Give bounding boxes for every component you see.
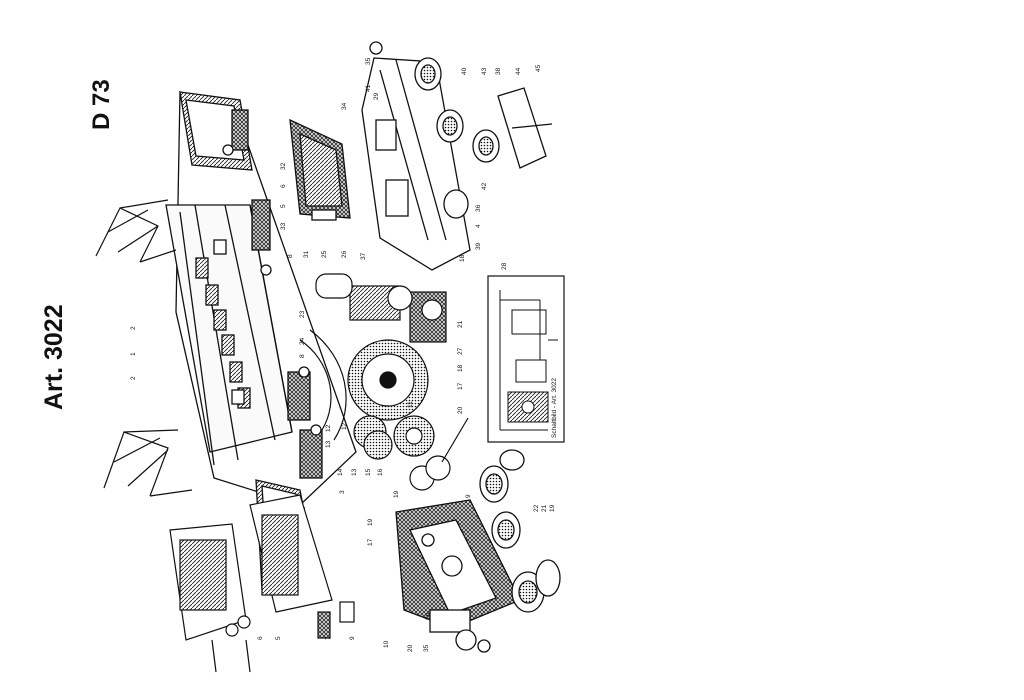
inset-caption: Schaltbild - Art. 3022	[551, 378, 558, 438]
pantograph-top	[95, 199, 177, 263]
part-label: 6	[257, 636, 264, 640]
motor-bogie	[395, 499, 521, 653]
part-label: 4	[475, 224, 482, 228]
part-label: 21	[457, 320, 464, 328]
part-label: 3	[339, 490, 346, 494]
part-label: 37	[360, 252, 367, 260]
wheels-upper	[369, 41, 553, 219]
part-label: 12	[341, 422, 348, 430]
part-label: 22	[533, 504, 540, 512]
part-label: 18	[459, 254, 466, 262]
part-label: 28	[501, 262, 508, 270]
part-label: 29	[425, 612, 432, 620]
part-label: 35	[365, 57, 372, 65]
part-label: 34	[341, 102, 348, 110]
part-label: 24	[299, 337, 306, 345]
part-label: 25	[321, 250, 328, 258]
part-label: 41	[365, 84, 372, 92]
part-label: 5	[275, 636, 282, 640]
part-label: 1	[130, 352, 137, 356]
part-label: 20	[407, 644, 414, 652]
part-label: 17	[367, 538, 374, 546]
body-shell-parts	[169, 494, 355, 673]
part-label: 17	[457, 382, 464, 390]
part-label: 43	[481, 67, 488, 75]
part-label: 8	[287, 254, 294, 258]
part-label: 21	[541, 504, 548, 512]
part-label: 11	[407, 401, 414, 408]
part-label: 42	[481, 182, 488, 190]
part-label: 13	[325, 440, 332, 448]
circuit-inset: Schaltbild - Art. 3022	[487, 275, 565, 443]
wheels-lower	[479, 449, 561, 613]
part-label: 39	[475, 242, 482, 250]
part-label: 20	[457, 406, 464, 414]
part-label: 14	[337, 468, 344, 476]
part-label: 19	[367, 518, 374, 526]
part-label: 19	[393, 490, 400, 498]
part-label: 6	[280, 184, 287, 188]
part-label: 5	[280, 204, 287, 208]
part-label: 36	[475, 204, 482, 212]
part-label: 32	[280, 162, 287, 170]
part-label: 29	[373, 92, 380, 100]
part-label: 10	[383, 640, 390, 648]
part-label: 27	[457, 347, 464, 355]
part-label: 8	[299, 354, 306, 358]
chassis-frame	[289, 57, 471, 271]
part-label: 33	[280, 222, 287, 230]
gear-train	[299, 273, 469, 491]
part-label: 12	[325, 424, 332, 432]
part-label: 9	[349, 636, 356, 640]
part-label: 13	[351, 468, 358, 476]
part-label: 2	[130, 376, 137, 380]
part-label: 40	[461, 67, 468, 75]
part-label: 16	[377, 468, 384, 476]
part-label: 2	[130, 326, 137, 330]
part-label: 44	[515, 67, 522, 75]
part-label: 19	[549, 504, 556, 512]
part-label: 31	[303, 250, 310, 258]
part-label: 35	[423, 644, 430, 652]
part-label: 45	[535, 64, 542, 72]
part-label: 9	[465, 494, 472, 498]
part-label: 7	[325, 636, 332, 640]
part-label: 18	[457, 364, 464, 372]
part-label: 15	[365, 468, 372, 476]
part-label: 26	[341, 250, 348, 258]
part-label: 38	[495, 67, 502, 75]
part-number-labels: 35 41 29 34 40 43 38 44 45 42 36 4 39 18…	[130, 57, 556, 652]
pantograph-bottom	[103, 429, 193, 497]
part-label: 23	[299, 310, 306, 318]
